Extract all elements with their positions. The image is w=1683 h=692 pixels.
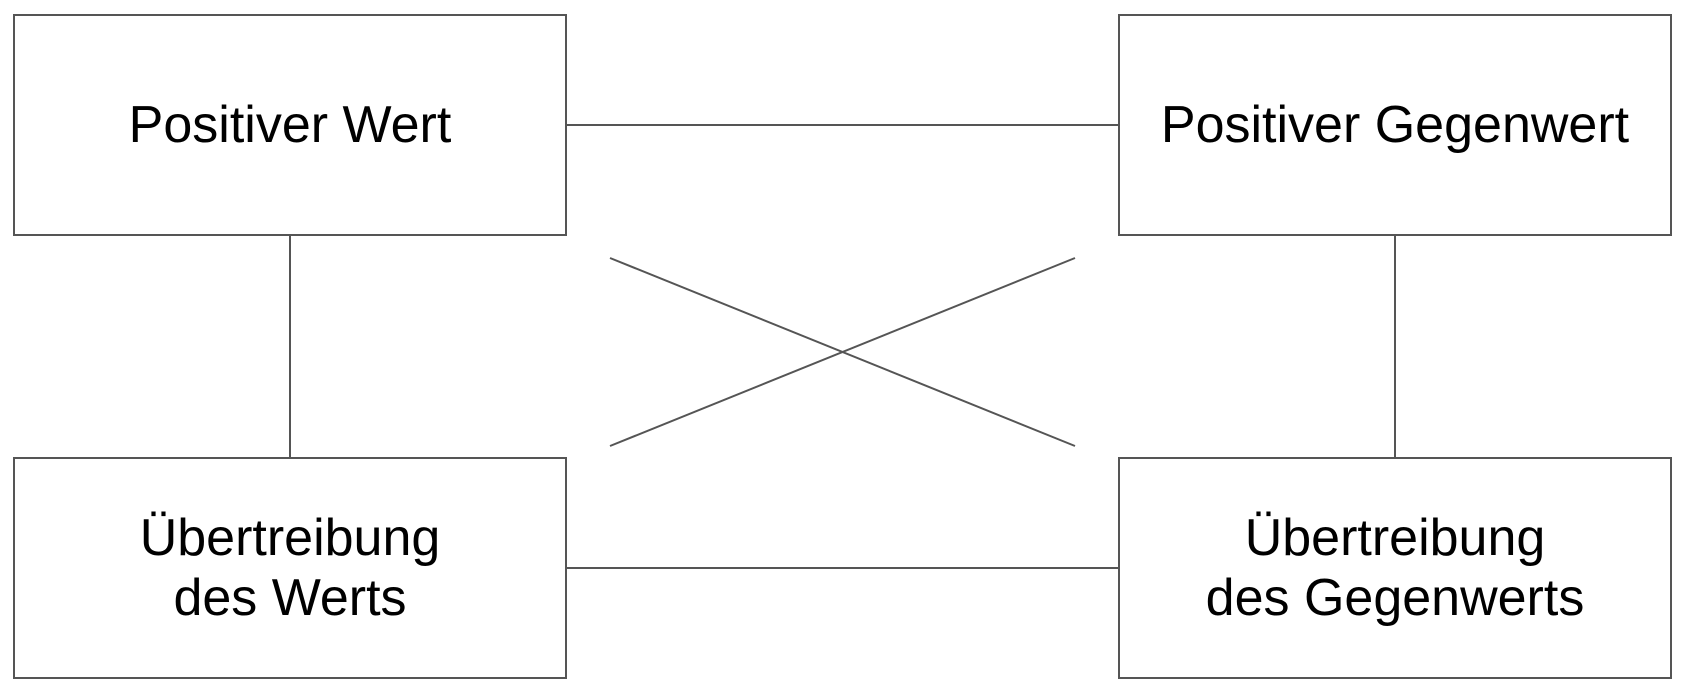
exaggerated-value-label-line1: Übertreibung — [139, 509, 441, 567]
connector-diagonal-up — [609, 257, 1076, 447]
exaggerated-counter-value-box: Übertreibung des Gegenwerts — [1118, 457, 1672, 679]
exaggerated-counter-value-label-line2: des Gegenwerts — [1205, 569, 1585, 627]
exaggerated-value-box: Übertreibung des Werts — [13, 457, 567, 679]
positive-value-label: Positiver Wert — [128, 96, 452, 154]
exaggerated-value-label: Übertreibung des Werts — [140, 508, 441, 628]
exaggerated-counter-value-label-line1: Übertreibung — [1244, 509, 1546, 567]
exaggerated-counter-value-label: Übertreibung des Gegenwerts — [1206, 508, 1585, 628]
positive-counter-value-box: Positiver Gegenwert — [1118, 14, 1672, 236]
positive-counter-value-label: Positiver Gegenwert — [1160, 96, 1630, 154]
positive-value-box: Positiver Wert — [13, 14, 567, 236]
exaggerated-value-label-line2: des Werts — [173, 569, 407, 627]
